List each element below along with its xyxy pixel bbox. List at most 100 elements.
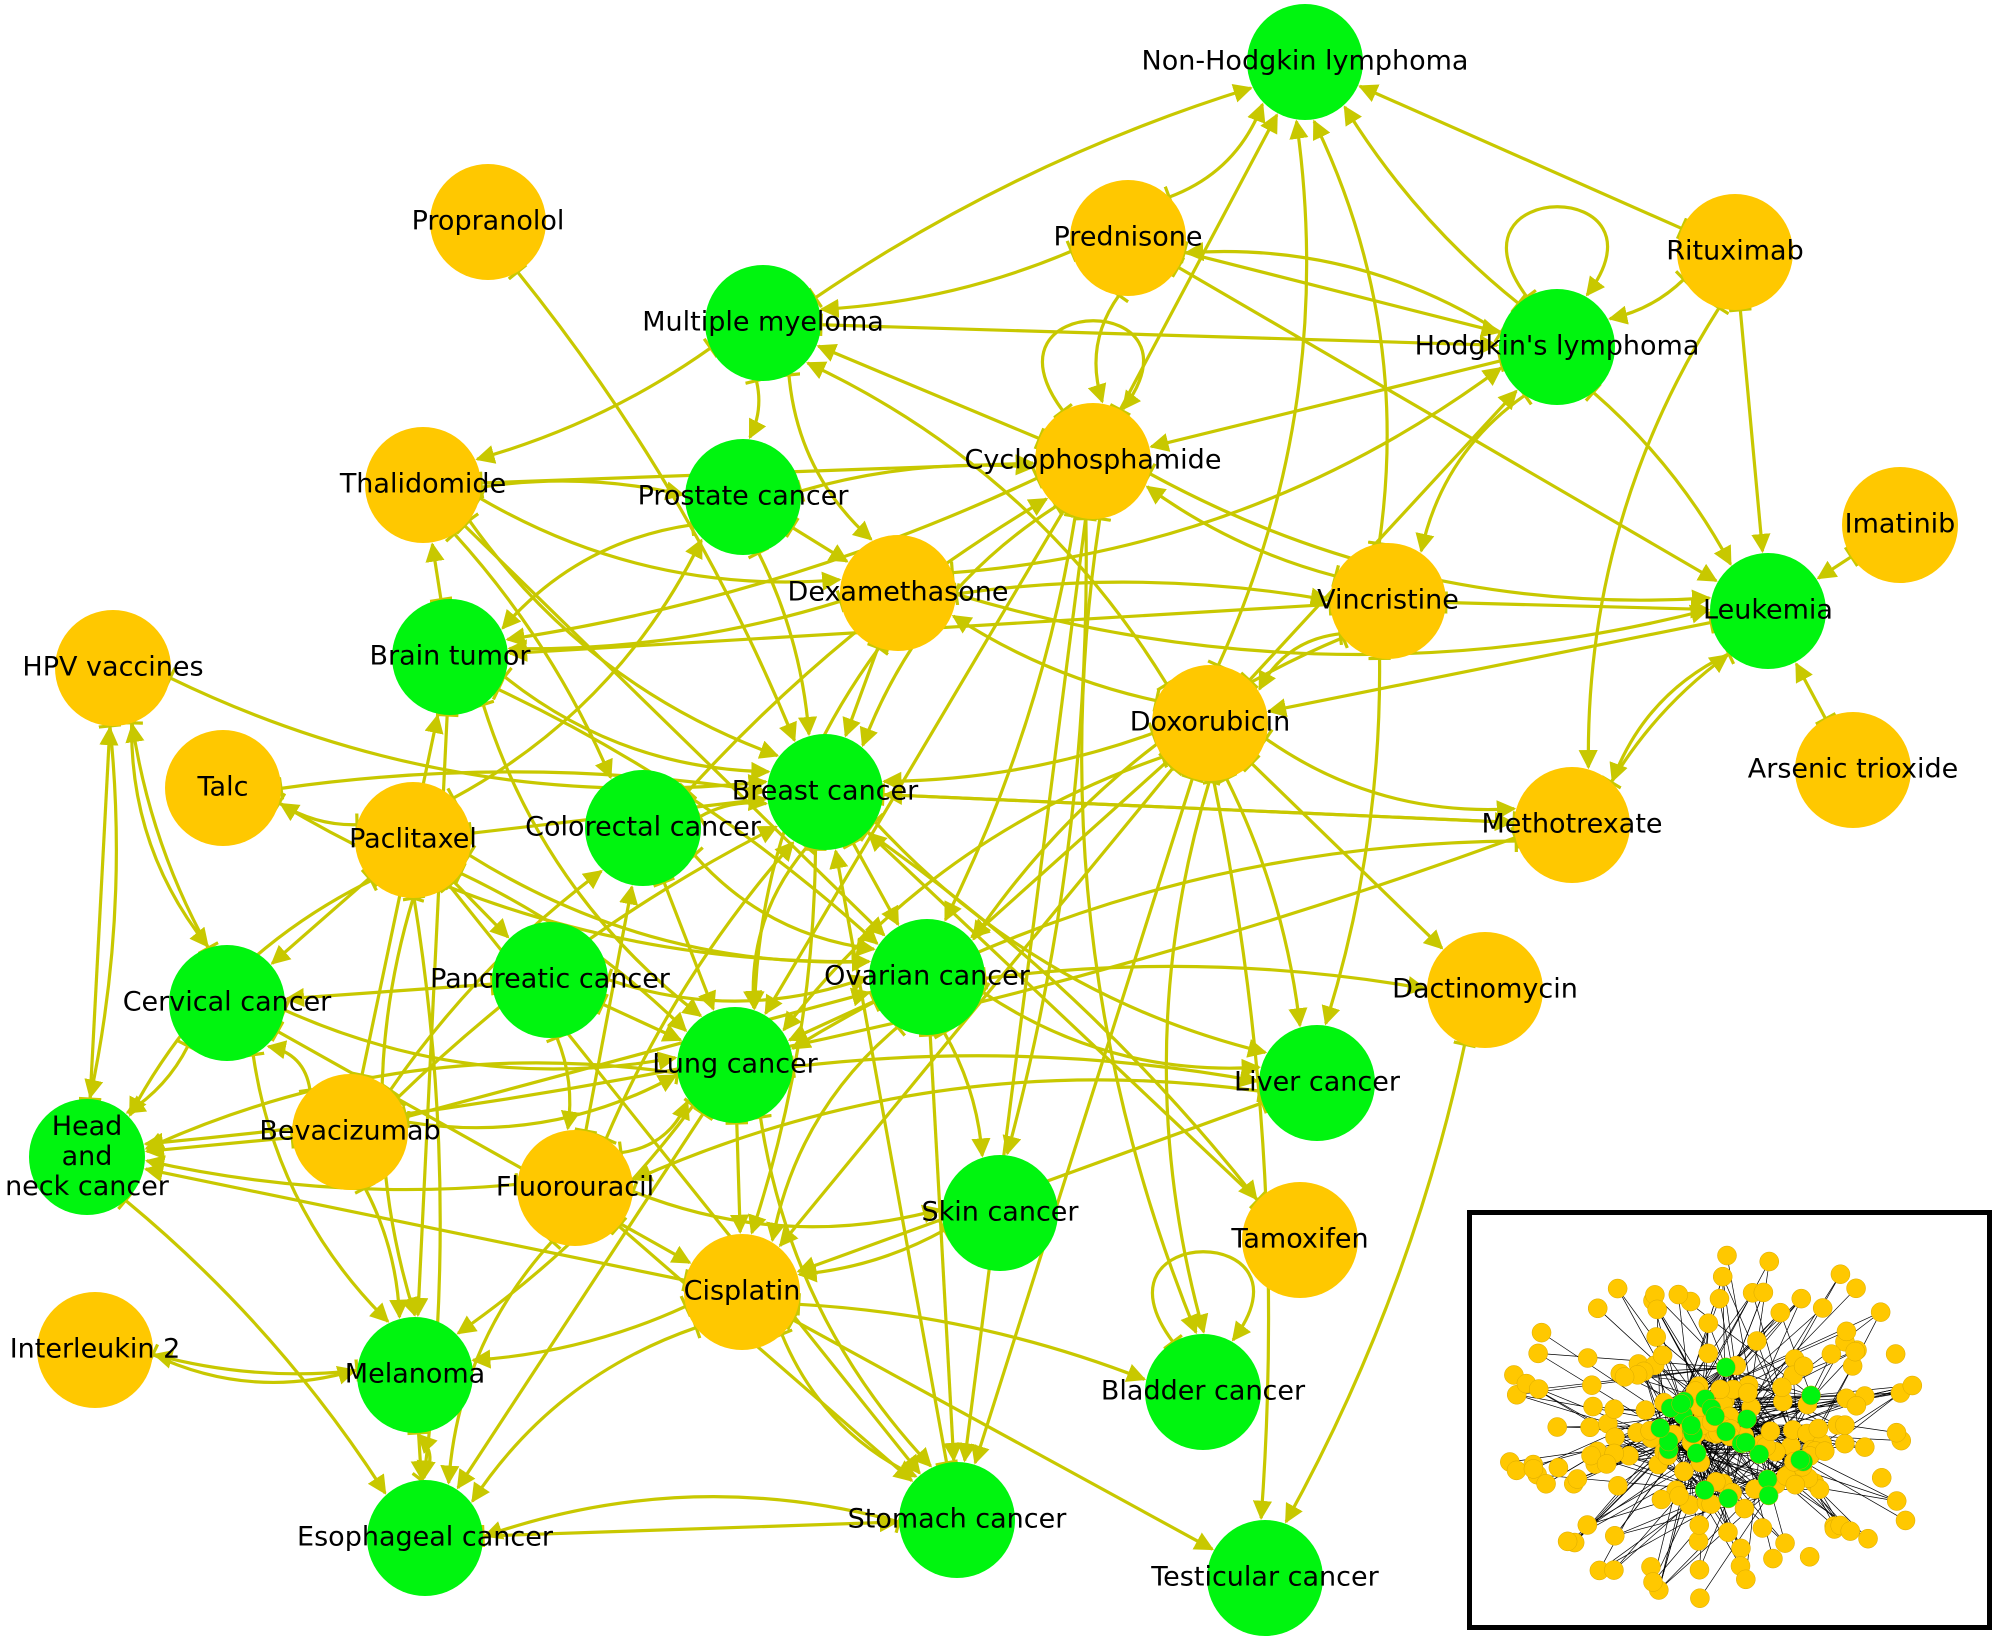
drug-node-circle[interactable]: [1035, 403, 1151, 519]
disease-node-circle[interactable]: [1207, 1520, 1323, 1636]
edge-mm-to-dexamethasone: [777, 372, 873, 541]
overview-drug-node: [1712, 1266, 1733, 1287]
disease-node-circle[interactable]: [685, 439, 801, 555]
node-hpv[interactable]: HPV vaccines: [22, 610, 204, 726]
disease-node-circle[interactable]: [1247, 4, 1363, 120]
node-propranolol[interactable]: Propranolol: [412, 164, 565, 280]
disease-node-circle[interactable]: [705, 265, 821, 381]
overview-drug-node: [1604, 1399, 1624, 1419]
overview-drug-node: [1528, 1343, 1548, 1364]
disease-node-circle[interactable]: [585, 770, 701, 886]
edge-cisplatin-to-headneck: [143, 1163, 690, 1292]
disease-node-circle[interactable]: [1259, 1025, 1375, 1141]
overview-drug-node: [1580, 1417, 1600, 1438]
disease-node-circle[interactable]: [367, 1480, 483, 1596]
overview-drug-node: [1836, 1321, 1857, 1342]
disease-node-circle[interactable]: [767, 734, 883, 850]
node-cyclophosphamide[interactable]: Cyclophosphamide: [965, 403, 1222, 519]
drug-node-circle[interactable]: [165, 730, 281, 846]
overview-drug-node: [1759, 1251, 1780, 1272]
node-interleukin2[interactable]: Interleukin 2: [10, 1292, 181, 1408]
drug-node-circle[interactable]: [684, 1234, 800, 1350]
drug-node-circle[interactable]: [55, 610, 171, 726]
disease-node-circle[interactable]: [869, 919, 985, 1035]
edge-esophageal-to-stomach: [480, 1513, 899, 1548]
node-liver[interactable]: Liver cancer: [1234, 1025, 1401, 1141]
node-stomach[interactable]: Stomach cancer: [848, 1462, 1068, 1578]
edge-cyclophosphamide-to-mm: [816, 343, 1046, 450]
node-brain[interactable]: Brain tumor: [370, 599, 532, 715]
node-testicular[interactable]: Testicular cancer: [1150, 1520, 1380, 1636]
overview-drug-node: [1582, 1375, 1602, 1395]
node-nhl[interactable]: Non-Hodgkin lymphoma: [1142, 4, 1469, 120]
overview-graph: [1500, 1245, 1923, 1608]
node-arsenic[interactable]: Arsenic trioxide: [1748, 712, 1958, 828]
disease-node-circle[interactable]: [357, 1317, 473, 1433]
disease-node-circle[interactable]: [392, 599, 508, 715]
overview-drug-node: [1689, 1559, 1710, 1580]
drug-node-circle[interactable]: [355, 782, 471, 898]
edge-mm-to-thalidomide: [475, 337, 719, 464]
overview-drug-node: [1710, 1379, 1730, 1400]
node-prostate[interactable]: Prostate cancer: [638, 439, 850, 555]
drug-node-circle[interactable]: [365, 427, 481, 543]
node-bladder[interactable]: Bladder cancer: [1101, 1334, 1306, 1450]
drug-node-circle[interactable]: [1427, 932, 1543, 1048]
overview-disease-node: [1749, 1444, 1770, 1464]
overview-disease-node: [1737, 1409, 1757, 1429]
disease-node-circle[interactable]: [899, 1462, 1015, 1578]
disease-node-circle[interactable]: [29, 1099, 145, 1215]
drug-node-circle[interactable]: [1330, 543, 1446, 659]
overview-drug-node: [1717, 1245, 1737, 1266]
drug-node-circle[interactable]: [1152, 665, 1268, 781]
drug-node-circle[interactable]: [1070, 180, 1186, 296]
node-dactinomycin[interactable]: Dactinomycin: [1392, 932, 1578, 1048]
disease-node-circle[interactable]: [942, 1155, 1058, 1271]
disease-node-circle[interactable]: [677, 1007, 793, 1123]
overview-drug-node: [1587, 1298, 1608, 1319]
node-skin[interactable]: Skin cancer: [921, 1155, 1079, 1271]
drug-node-circle[interactable]: [37, 1292, 153, 1408]
disease-node-circle[interactable]: [492, 922, 608, 1038]
overview-drug-node: [1506, 1460, 1527, 1481]
disease-node-circle[interactable]: [169, 945, 285, 1061]
edge-doxorubicin-to-liver: [1215, 772, 1308, 1028]
node-vincristine[interactable]: Vincristine: [1317, 543, 1459, 659]
node-thalidomide[interactable]: Thalidomide: [339, 427, 506, 543]
node-esophageal[interactable]: Esophageal cancer: [297, 1480, 554, 1596]
overview-drug-node: [1734, 1498, 1755, 1519]
node-talc[interactable]: Talc: [165, 730, 281, 846]
drug-node-circle[interactable]: [1514, 767, 1630, 883]
edge-doxorubicin-to-bladder: [1164, 776, 1221, 1334]
edge-dexamethasone-to-hodgkin: [949, 366, 1503, 585]
drug-node-circle[interactable]: [1842, 467, 1958, 583]
disease-node-circle[interactable]: [1710, 553, 1826, 669]
drug-node-circle[interactable]: [430, 164, 546, 280]
node-doxorubicin[interactable]: Doxorubicin: [1130, 665, 1290, 781]
node-methotrexate[interactable]: Methotrexate: [1481, 767, 1663, 883]
node-leukemia[interactable]: Leukemia: [1703, 553, 1833, 669]
drug-node-circle[interactable]: [517, 1130, 633, 1246]
edge-paclitaxel-to-talc: [279, 802, 359, 836]
node-melanoma[interactable]: Melanoma: [345, 1317, 485, 1433]
overview-drug-node: [1752, 1518, 1773, 1538]
node-mm[interactable]: Multiple myeloma: [642, 265, 884, 381]
node-prednisone[interactable]: Prednisone: [1054, 180, 1203, 296]
node-imatinib[interactable]: Imatinib: [1842, 467, 1958, 583]
drug-node-circle[interactable]: [840, 535, 956, 651]
edge-methotrexate-to-breast: [883, 785, 1517, 834]
overview-drug-node: [1523, 1459, 1544, 1479]
node-cisplatin[interactable]: Cisplatin: [684, 1234, 801, 1350]
disease-node-circle[interactable]: [1145, 1334, 1261, 1450]
edge-brain-to-breast: [496, 666, 771, 781]
edge-vincristine-to-doxorubicin: [1258, 622, 1344, 691]
disease-node-circle[interactable]: [1499, 289, 1615, 405]
drug-node-circle[interactable]: [292, 1074, 408, 1190]
drug-node-circle[interactable]: [1242, 1182, 1358, 1298]
overview-edge: [1658, 1479, 1768, 1591]
node-rituximab[interactable]: Rituximab: [1666, 194, 1804, 310]
drug-node-circle[interactable]: [1677, 194, 1793, 310]
overview-drug-node: [1772, 1377, 1792, 1397]
drug-node-circle[interactable]: [1795, 712, 1911, 828]
